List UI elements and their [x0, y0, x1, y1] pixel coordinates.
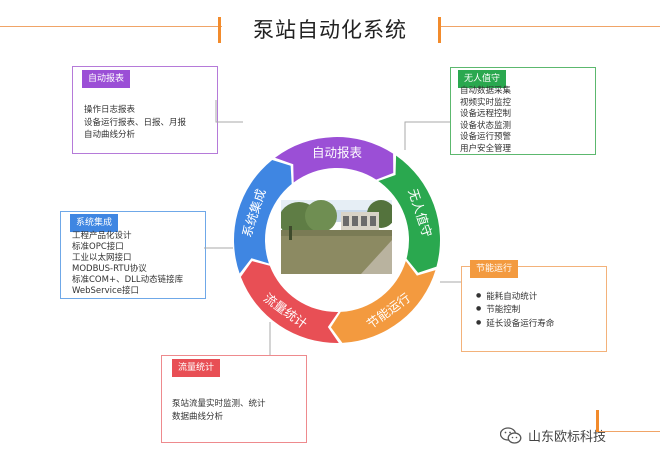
- ring-segment-energy: [330, 261, 436, 343]
- list-item: 设备远程控制: [460, 109, 512, 119]
- ring-segment-unmanned: [378, 155, 440, 273]
- flow-box: [161, 355, 307, 443]
- ring-label-report: 自动报表: [312, 145, 363, 160]
- report-connector: [215, 100, 243, 123]
- unmanned-list: 自动数据采集 视频实时监控 设备远程控制 设备状态监测 设备运行预警 用户安全管…: [460, 86, 511, 155]
- header-rule-left: [0, 26, 222, 27]
- header-rule-right: [441, 26, 660, 27]
- page-title: 泵站自动化系统: [253, 18, 407, 42]
- list-item: 工程产品化设计: [72, 231, 132, 241]
- integration-list: 工程产品化设计 标准OPC接口 工业以太网接口 MODBUS-RTU协议 标准C…: [72, 231, 183, 297]
- list-item: 节能控制: [476, 303, 554, 316]
- list-item: 延长设备运行寿命: [476, 317, 554, 330]
- list-item: 用户安全管理: [460, 143, 512, 154]
- list-item: 工业以太网接口: [72, 253, 132, 263]
- list-item: 设备状态监测: [460, 120, 512, 131]
- flow-list: 泵站流量实时监测、统计 数据曲线分析: [172, 398, 266, 423]
- list-item: 设备运行预警: [460, 132, 512, 142]
- list-item: 数据曲线分析: [172, 411, 224, 422]
- brand-name: 山东欧标科技: [528, 430, 607, 445]
- list-item: 设备运行报表、日报、月报: [84, 117, 187, 128]
- pump-station-photo: [281, 200, 392, 274]
- list-item: 能耗自动统计: [476, 290, 554, 303]
- connector-lines: [204, 100, 461, 355]
- list-item: 标准OPC接口: [72, 242, 124, 252]
- footer-rule: [599, 431, 660, 432]
- unmanned-tag: 无人值守: [458, 70, 507, 88]
- ring-segment-flow: [240, 261, 339, 343]
- report-list: 操作日志报表 设备运行报表、日报、月报 自动曲线分析: [84, 104, 186, 142]
- list-item: WebService接口: [72, 286, 139, 296]
- wechat-icon: [500, 426, 522, 444]
- list-item: 泵站流量实时监测、统计: [172, 399, 266, 409]
- list-item: 视频实时监控: [460, 97, 512, 108]
- pump-station-photo-art: [281, 200, 392, 274]
- ring-segment-integration: [233, 159, 292, 274]
- list-item: 自动数据采集: [460, 86, 512, 96]
- list-item: MODBUS-RTU协议: [72, 264, 147, 274]
- brand-logo: 山东欧标科技: [500, 426, 606, 445]
- report-tag: 自动报表: [82, 70, 131, 88]
- list-item: 标准COM+、DLL动态链接库: [72, 275, 184, 285]
- header-accent-right: [438, 17, 441, 43]
- header-accent-left: [218, 17, 221, 43]
- list-item: 自动曲线分析: [84, 130, 136, 140]
- list-item: 操作日志报表: [84, 105, 136, 115]
- energy-list: 能耗自动统计 节能控制 延长设备运行寿命: [476, 290, 554, 330]
- flow-tag: 流量统计: [172, 359, 221, 377]
- footer-accent: [596, 410, 599, 432]
- energy-tag: 节能运行: [470, 260, 519, 278]
- unmanned-connector: [404, 121, 450, 150]
- ring-segment-report: [275, 137, 394, 183]
- integration-tag: 系统集成: [70, 214, 119, 232]
